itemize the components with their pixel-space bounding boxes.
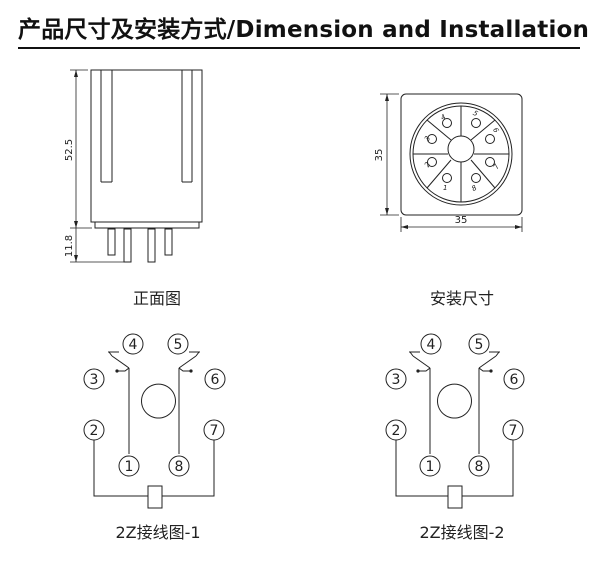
- wiring-1-terminals: [83, 333, 226, 477]
- wiring-2-caption: 2Z接线图-2: [419, 523, 505, 542]
- wiring-2-terminal-4: 4: [427, 337, 436, 353]
- title-underline: [18, 47, 580, 49]
- wiring-2-terminal-5: 5: [475, 337, 484, 353]
- front-view-caption: 正面图: [132, 289, 182, 308]
- wiring-2-terminal-7: 7: [509, 423, 518, 439]
- mount-pin-label-8: 8: [470, 184, 478, 193]
- wiring-1-terminal-3: 3: [90, 372, 99, 388]
- wiring-2-terminal-1: 1: [426, 459, 435, 475]
- wiring-2-terminal-6: 6: [510, 372, 519, 388]
- mount-pin-label-7: 7: [492, 162, 501, 170]
- front-height-dimension: 52.5: [64, 139, 75, 161]
- wiring-diagram-1: [93, 351, 215, 509]
- front-pin-dimension: 11.8: [64, 235, 75, 257]
- wiring-1-terminal-2: 2: [90, 423, 99, 439]
- mount-width-dimension: 35: [455, 215, 468, 226]
- mount-view-drawing: [380, 93, 523, 232]
- wiring-1-terminal-4: 4: [129, 337, 138, 353]
- mount-pin-label-3: 3: [423, 135, 432, 143]
- mount-pin-label-1: 1: [443, 184, 447, 192]
- wiring-2-terminal-2: 2: [392, 423, 401, 439]
- wiring-2-terminal-8: 8: [475, 459, 484, 475]
- mount-pin-label-5: 5: [471, 109, 479, 118]
- wiring-2-terminal-3: 3: [392, 372, 401, 388]
- wiring-diagram-2: [395, 351, 514, 509]
- wiring-1-terminal-1: 1: [125, 459, 134, 475]
- mount-view-caption: 安装尺寸: [429, 289, 495, 308]
- wiring-1-terminal-6: 6: [211, 372, 220, 388]
- front-view-drawing: [70, 69, 203, 263]
- page-title: 产品尺寸及安装方式/Dimension and Installation: [18, 17, 590, 43]
- mount-pin-label-2: 2: [423, 160, 432, 168]
- wiring-1-caption: 2Z接线图-1: [115, 523, 201, 542]
- wiring-1-terminal-7: 7: [210, 423, 219, 439]
- mount-pin-label-4: 4: [439, 113, 447, 122]
- wiring-2-terminals: [385, 333, 525, 477]
- mount-pin-label-6: 6: [491, 126, 500, 134]
- mount-height-dimension: 35: [374, 149, 385, 162]
- wiring-1-terminal-5: 5: [174, 337, 183, 353]
- wiring-1-terminal-8: 8: [175, 459, 184, 475]
